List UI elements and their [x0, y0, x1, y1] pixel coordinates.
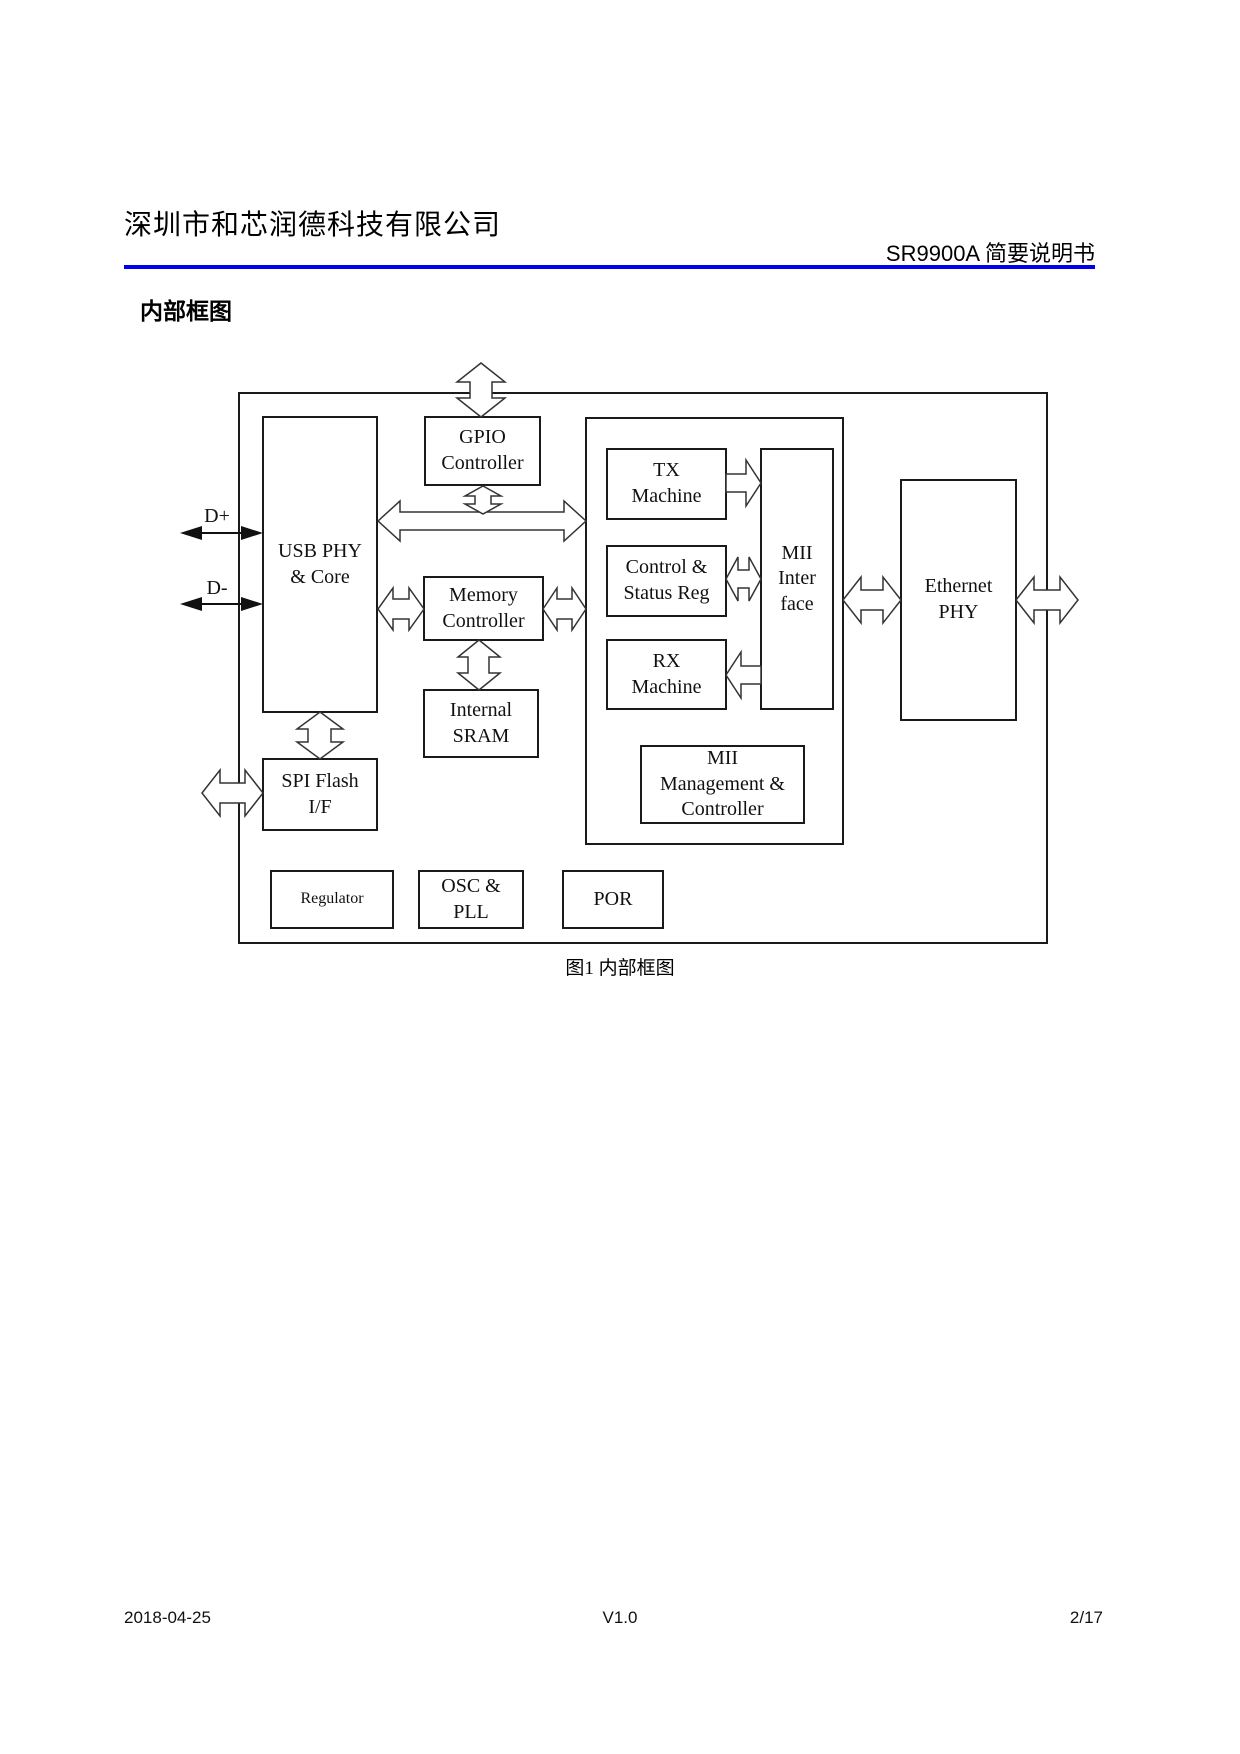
- internal-sram-label: Internal SRAM: [449, 698, 513, 747]
- arrow-spiflash-external: [201, 767, 264, 819]
- rx-machine-label: RX Machine: [631, 649, 702, 698]
- arrow-usbphy-memory: [377, 585, 425, 633]
- arrow-memory-miigroup: [542, 585, 587, 633]
- gpio-label: GPIO Controller: [441, 426, 524, 474]
- arrow-usbphy-spiflash: [294, 711, 346, 760]
- figure-caption: 图1 内部框图: [565, 958, 675, 979]
- arrow-miigroup-ethphy: [842, 574, 902, 626]
- tx-machine-label: TX Machine: [631, 459, 702, 507]
- footer-page-number: 2/17: [1069, 1608, 1103, 1627]
- usb-phy-label: USB PHY & Core: [278, 539, 362, 588]
- osc-pll-label: OSC & PLL: [441, 874, 501, 923]
- arrow-mii-rx: [725, 649, 762, 701]
- company-name: 深圳市和芯润德科技有限公司: [124, 209, 502, 240]
- d-minus-label: D-: [206, 577, 228, 599]
- ethernet-phy-label: Ethernet PHY: [924, 575, 993, 623]
- arrow-gpio-bus: [462, 485, 504, 515]
- footer-version: V1.0: [602, 1608, 638, 1627]
- regulator-label: Regulator: [300, 890, 364, 908]
- bus-arrow-usbphy-miigroup: [376, 499, 588, 543]
- por-label: POR: [593, 887, 633, 910]
- mii-interface-label: MII Inter face: [778, 541, 816, 615]
- arrow-tx-mii: [725, 457, 762, 509]
- memory-controller-label: Memory Controller: [442, 583, 525, 632]
- arrow-ethphy-external: [1015, 574, 1079, 626]
- doc-title: SR9900A 简要说明书: [885, 241, 1095, 266]
- spi-flash-label: SPI Flash I/F: [281, 769, 359, 818]
- mii-management-label: MII Management & Controller: [660, 747, 785, 821]
- footer-date: 2018-04-25: [124, 1608, 211, 1627]
- arrow-memory-sram: [455, 639, 503, 691]
- d-plus-label: D+: [204, 505, 230, 527]
- arrow-gpio-external-top: [454, 362, 508, 418]
- control-status-label: Control & Status Reg: [623, 556, 710, 604]
- header-rule: [124, 265, 1095, 269]
- dplus-signal-line: [180, 526, 263, 540]
- arrow-csr-mii: [725, 556, 762, 602]
- section-title: 内部框图: [140, 298, 232, 324]
